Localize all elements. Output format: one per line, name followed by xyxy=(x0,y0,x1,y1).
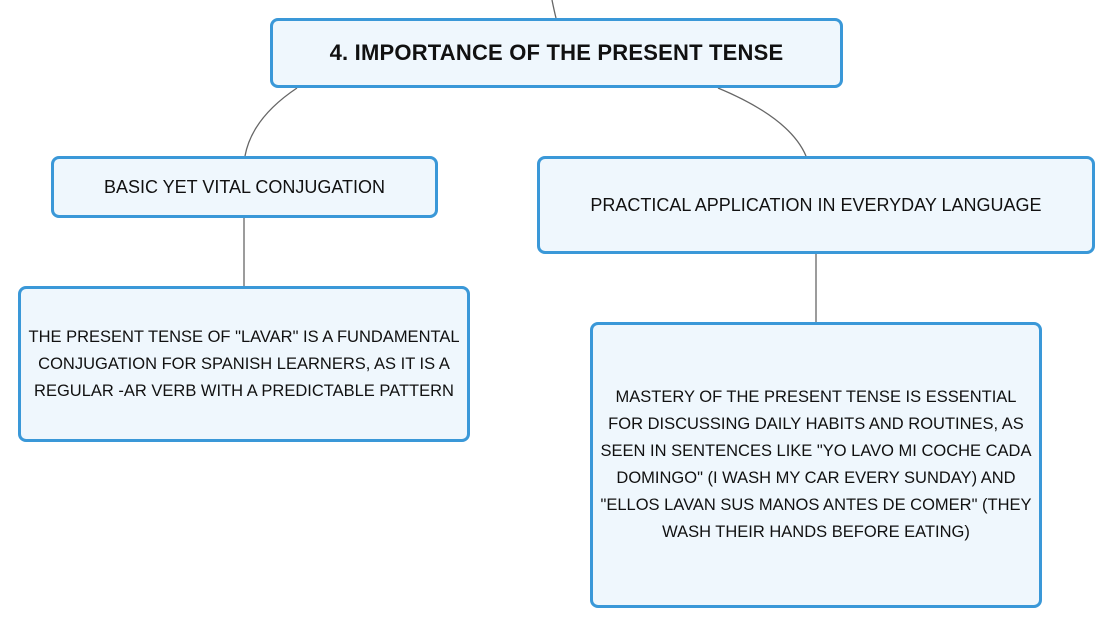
connector-root-to-right-branch xyxy=(717,87,807,157)
root-topic-node[interactable]: 4. IMPORTANCE OF THE PRESENT TENSE xyxy=(270,18,843,88)
connector-parent-to-root xyxy=(551,0,557,19)
branch-practical-application-label: PRACTICAL APPLICATION IN EVERYDAY LANGUA… xyxy=(590,194,1042,215)
connector-root-to-left-branch xyxy=(244,87,298,157)
branch-practical-application-node[interactable]: PRACTICAL APPLICATION IN EVERYDAY LANGUA… xyxy=(537,156,1095,254)
detail-practical-application-node[interactable]: MASTERY OF THE PRESENT TENSE IS ESSENTIA… xyxy=(590,322,1042,608)
detail-practical-application-text: MASTERY OF THE PRESENT TENSE IS ESSENTIA… xyxy=(600,388,1032,541)
root-topic-label: 4. IMPORTANCE OF THE PRESENT TENSE xyxy=(329,40,784,65)
branch-basic-conjugation-node[interactable]: BASIC YET VITAL CONJUGATION xyxy=(51,156,438,218)
detail-basic-conjugation-node[interactable]: THE PRESENT TENSE OF "LAVAR" IS A FUNDAM… xyxy=(18,286,470,442)
branch-basic-conjugation-label: BASIC YET VITAL CONJUGATION xyxy=(103,176,386,197)
detail-basic-conjugation-text: THE PRESENT TENSE OF "LAVAR" IS A FUNDAM… xyxy=(28,327,460,400)
